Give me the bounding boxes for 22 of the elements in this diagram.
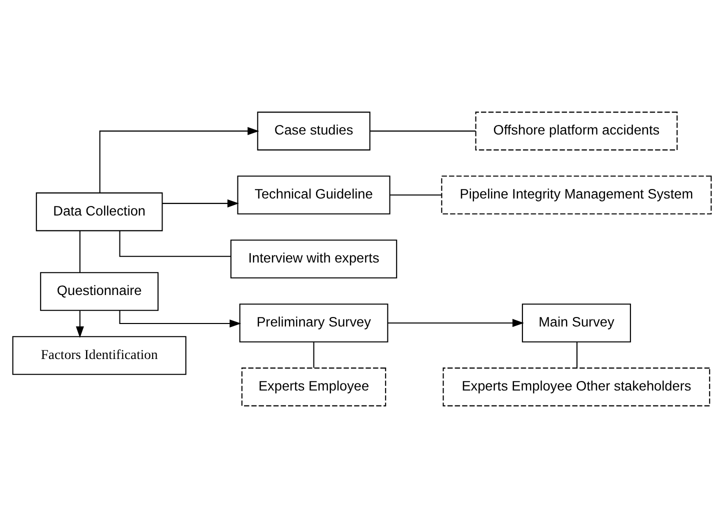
node-box: Offshore platform accidents: [475, 112, 678, 150]
node-box: Case studies: [257, 112, 370, 150]
connector: [576, 342, 578, 368]
arrow: [99, 127, 260, 193]
node-box: Interview with experts: [230, 240, 398, 278]
node-box: Questionnaire: [40, 272, 159, 311]
arrow: [162, 199, 239, 208]
connector: [119, 230, 231, 257]
node-box: Experts Employee: [241, 368, 386, 406]
node-box: Technical Guideline: [237, 176, 390, 214]
node-box: Pipeline Integrity Management System: [441, 176, 712, 214]
connector: [79, 230, 80, 272]
connector: [390, 194, 442, 196]
arrow: [388, 318, 524, 328]
node-box: Preliminary Survey: [239, 304, 388, 342]
node-box: Experts Employee Other stakeholders: [442, 368, 710, 406]
arrow: [76, 310, 84, 338]
node-box: Main Survey: [522, 304, 631, 342]
node-box: Factors Identification: [12, 336, 186, 375]
connector: [370, 130, 476, 132]
connector: [313, 342, 314, 368]
node-box: Data Collection: [36, 192, 163, 232]
